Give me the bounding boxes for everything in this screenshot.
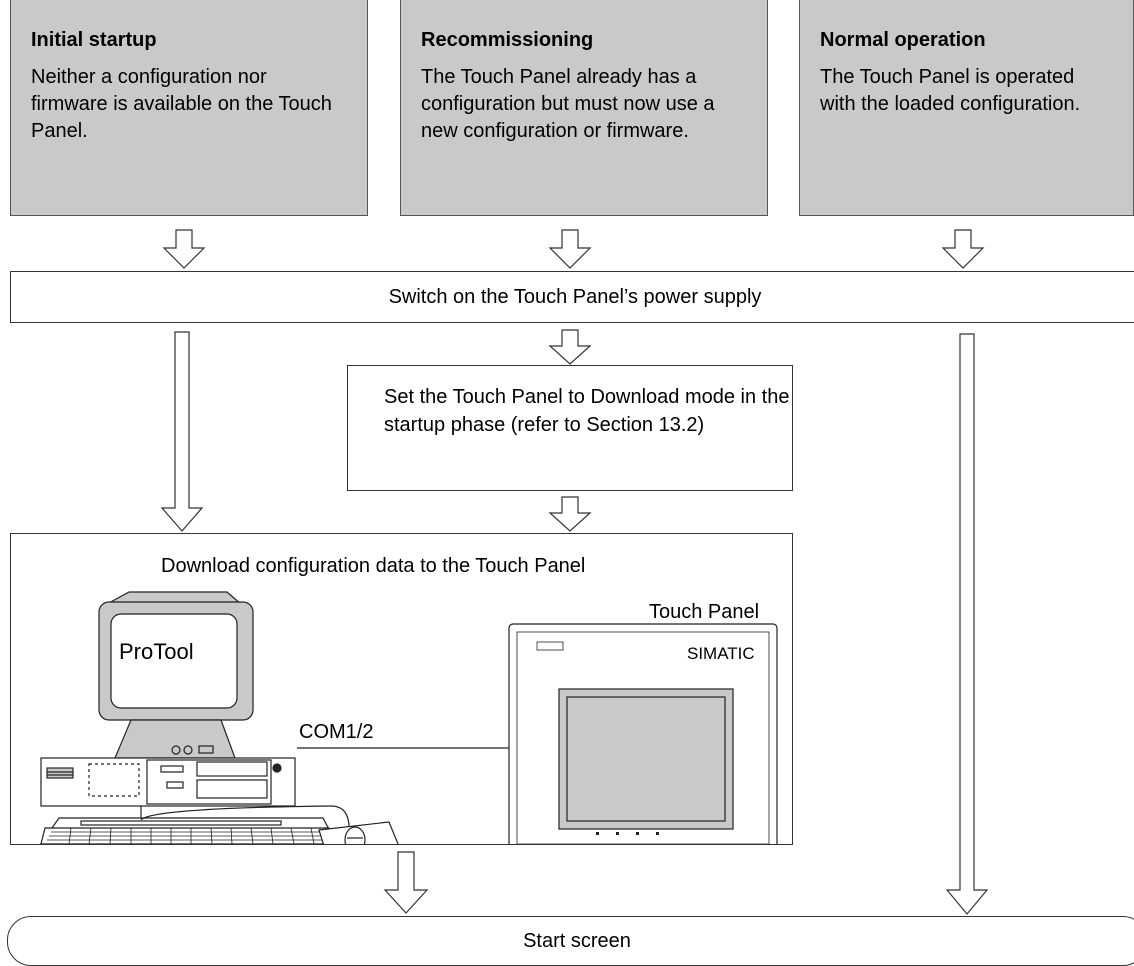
recommissioning-text: The Touch Panel already has a configurat…	[421, 66, 715, 142]
arrow-power-to-download-mode	[548, 329, 592, 365]
download-step: Download configuration data to the Touch…	[10, 533, 793, 845]
mouse-cable	[140, 805, 350, 835]
touch-panel-caption: Touch Panel	[649, 601, 760, 623]
com-port-label: COM1/2	[299, 721, 374, 743]
pc-monitor-icon	[98, 591, 254, 759]
normal-operation-box: Normal operation The Touch Panel is oper…	[799, 0, 1134, 216]
recommissioning-title: Recommissioning	[421, 29, 594, 51]
arrow-download-to-start-screen	[383, 851, 429, 914]
protool-screen-label: ProTool	[119, 639, 194, 664]
arrow-recommissioning-to-power	[548, 229, 592, 269]
recommissioning-box: Recommissioning The Touch Panel already …	[400, 0, 768, 216]
mouse-icon	[318, 821, 399, 844]
initial-startup-box: Initial startup Neither a configuration …	[10, 0, 368, 216]
pc-base-unit-icon	[40, 757, 296, 820]
touch-panel-icon	[508, 623, 778, 844]
arrow-download-mode-to-download	[548, 496, 592, 532]
start-screen-step: Start screen	[7, 916, 1134, 966]
arrow-normal-to-power	[941, 229, 985, 269]
initial-startup-title: Initial startup	[31, 29, 157, 51]
keyboard-icon	[39, 817, 338, 844]
download-illustration	[39, 591, 778, 844]
normal-operation-title: Normal operation	[820, 29, 986, 51]
simatic-brand-label: SIMATIC	[687, 644, 755, 663]
download-step-title: Download configuration data to the Touch…	[161, 555, 586, 577]
initial-startup-text: Neither a configuration nor firmware is …	[31, 66, 332, 142]
arrow-power-to-start-screen	[945, 333, 989, 915]
normal-operation-text: The Touch Panel is operated with the loa…	[820, 66, 1081, 115]
power-supply-step: Switch on the Touch Panel’s power supply	[10, 271, 1134, 323]
arrow-power-to-download-initial	[160, 331, 204, 532]
download-mode-step: Set the Touch Panel to Download mode in …	[347, 365, 793, 491]
arrow-initial-to-power	[162, 229, 206, 269]
